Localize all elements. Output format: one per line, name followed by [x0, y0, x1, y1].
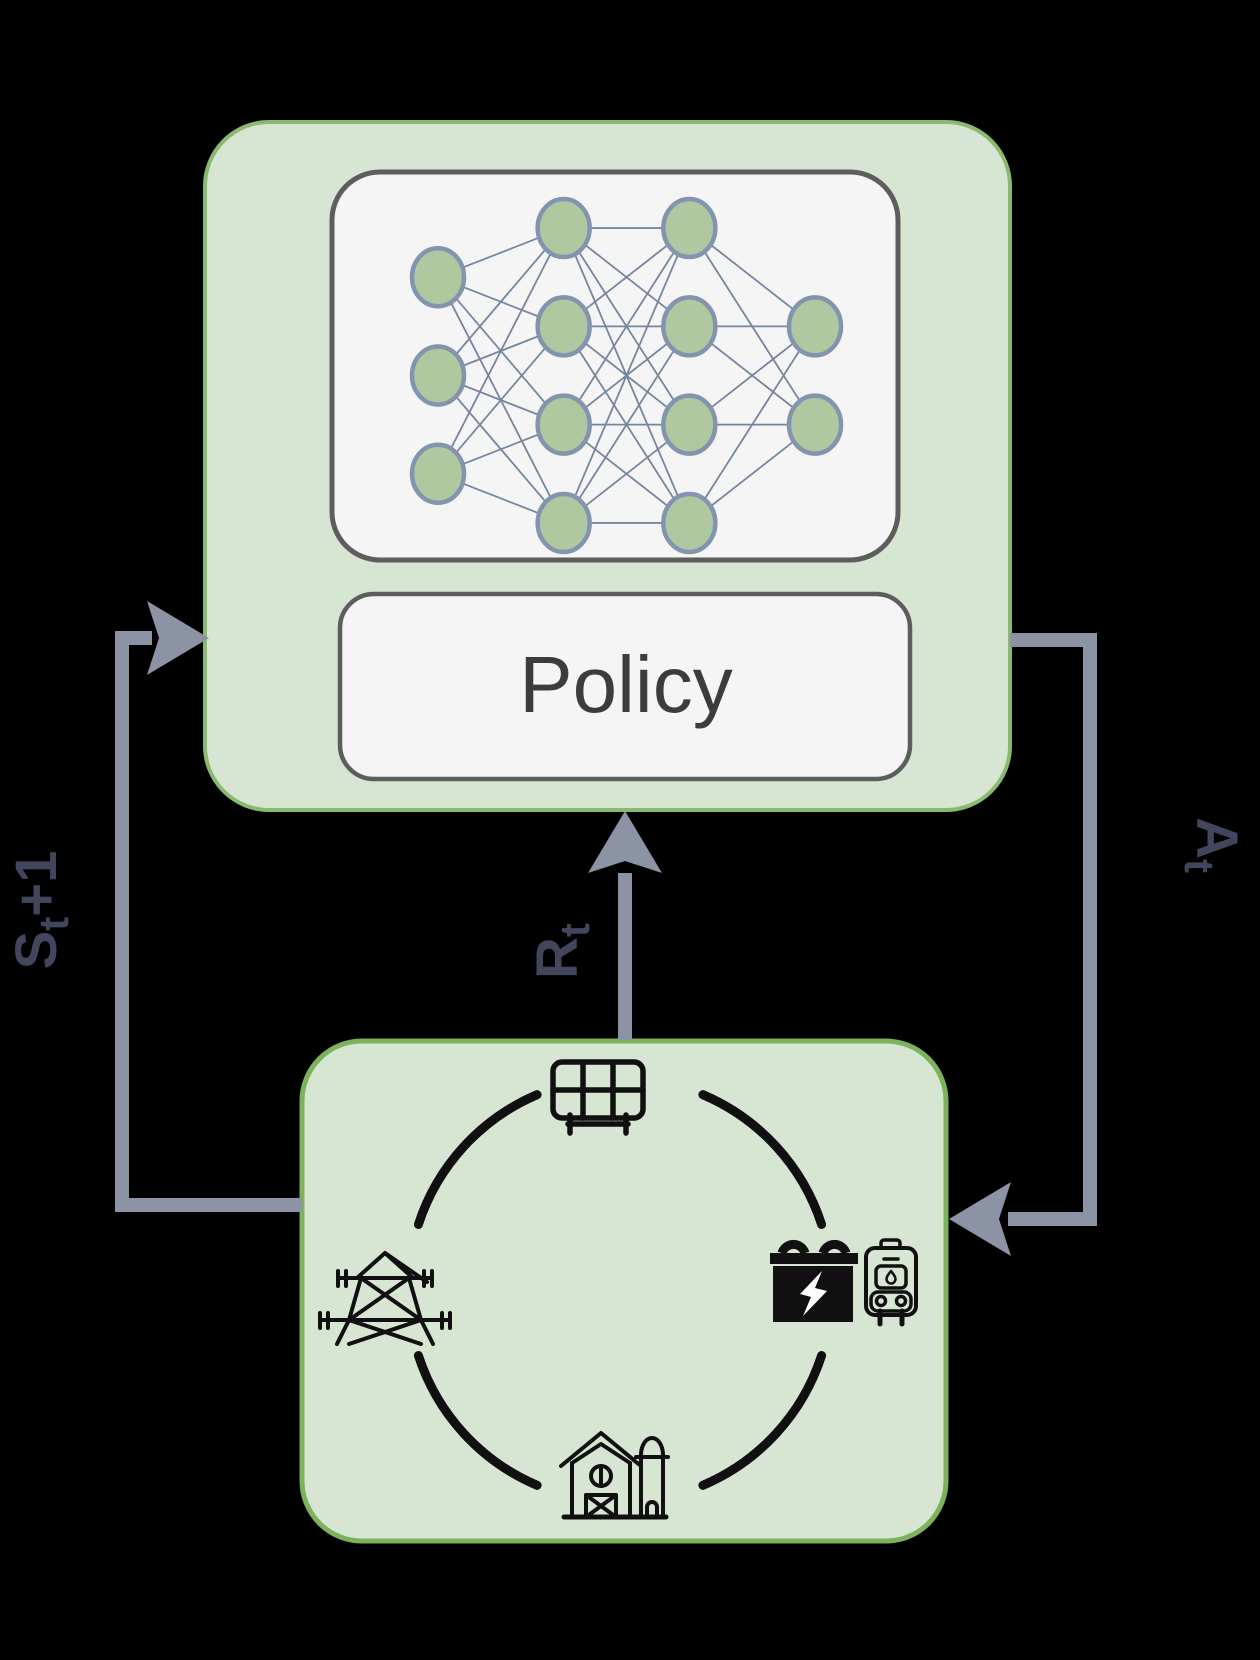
environment-box-group: [299, 1038, 949, 1544]
nn-node: [661, 196, 718, 260]
action-arrow: [1008, 633, 1097, 1226]
cycle-arcs: [413, 1090, 827, 1490]
state-arrow-head: [147, 601, 209, 675]
nn-edge: [688, 325, 816, 524]
ev-charger-icon: [864, 1238, 918, 1327]
nn-node-group: [409, 196, 844, 555]
policy-label: Policy: [519, 640, 732, 729]
nn-node: [786, 393, 844, 456]
cycle-arc-bottom-left: [413, 1351, 542, 1490]
nn-node: [661, 491, 718, 555]
nn-node: [409, 344, 467, 407]
agent-box-group: Policy: [203, 120, 1012, 812]
reward-arrow-head: [588, 811, 662, 873]
nn-edge: [562, 227, 691, 524]
solar-panel-icon: [550, 1059, 646, 1136]
battery-icon: [770, 1240, 858, 1322]
nn-node: [409, 442, 467, 506]
nn-node: [535, 491, 592, 555]
reward-arrow-label: Rt: [525, 923, 598, 979]
policy-box: [337, 591, 913, 782]
nn-node: [535, 295, 592, 358]
transmission-tower-icon: [318, 1251, 452, 1346]
nn-edge: [562, 325, 691, 524]
nn-node: [409, 245, 467, 309]
nn-node: [535, 196, 592, 260]
nn-node: [535, 393, 592, 456]
state-arrow: [115, 631, 302, 1212]
nn-node: [661, 393, 718, 456]
barn-icon: [559, 1431, 670, 1520]
nn-edge: [562, 227, 691, 426]
state-arrow-label: St+1: [4, 851, 77, 970]
nn-edge: [437, 325, 565, 475]
nn-edge: [437, 227, 565, 475]
action-arrow-head: [949, 1182, 1011, 1256]
cycle-arc-bottom-right: [698, 1351, 827, 1490]
action-arrow-label: At: [1176, 817, 1249, 873]
nn-edge: [437, 227, 565, 377]
arrows-group: [115, 601, 1097, 1256]
nn-node: [661, 295, 718, 358]
cycle-arc-top-left: [413, 1090, 542, 1229]
cycle-arc-top-right: [698, 1090, 827, 1229]
nn-node: [786, 295, 844, 358]
